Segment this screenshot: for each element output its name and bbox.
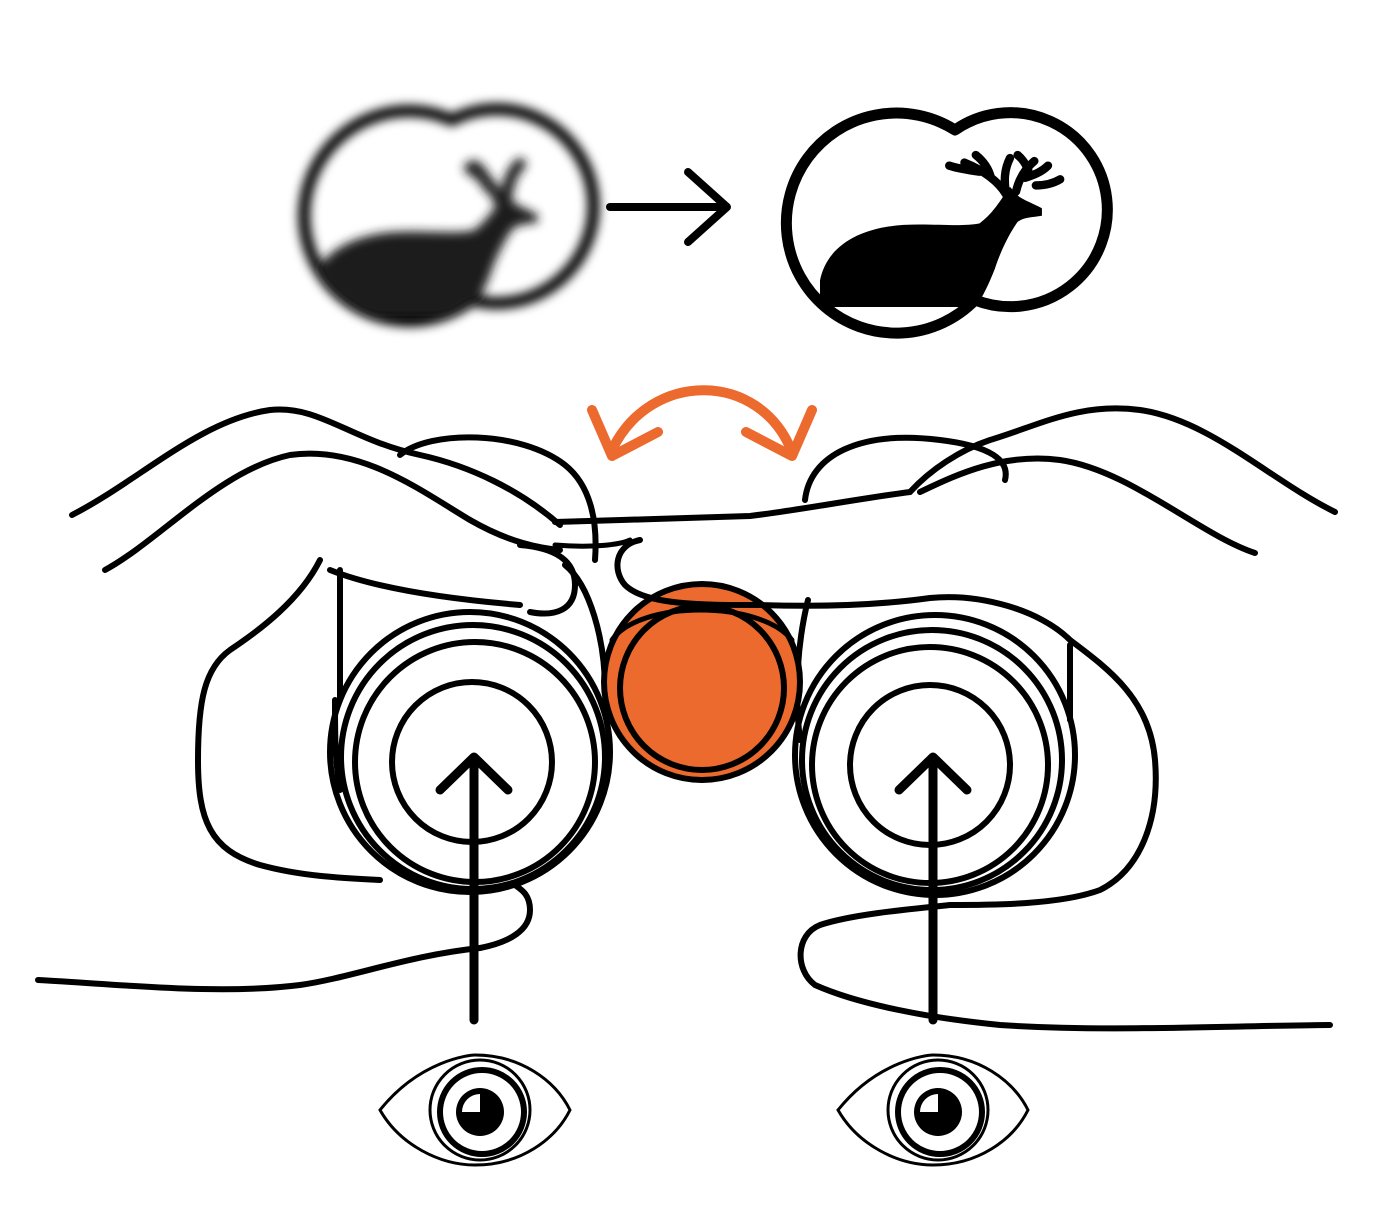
eye-icon: [836, 1053, 1030, 1167]
curved-double-arrow-icon: [587, 385, 817, 461]
sharp-view: [780, 107, 1113, 339]
hand-icon: [552, 405, 1338, 1032]
hand-icon: [35, 406, 578, 993]
binoculars-icon: [327, 434, 1078, 898]
deer-icon: [310, 160, 557, 316]
deer-antler-blur: [464, 158, 526, 206]
blurred-view: [298, 103, 600, 327]
eye-icon: [378, 1053, 572, 1167]
binocular-view-outline-sharp: [780, 107, 1113, 339]
arrow-right-icon: [606, 168, 731, 246]
deer-icon: [820, 150, 1065, 307]
arrow-up-icon: [435, 752, 972, 1025]
focus-wheel-icon: [601, 581, 803, 783]
